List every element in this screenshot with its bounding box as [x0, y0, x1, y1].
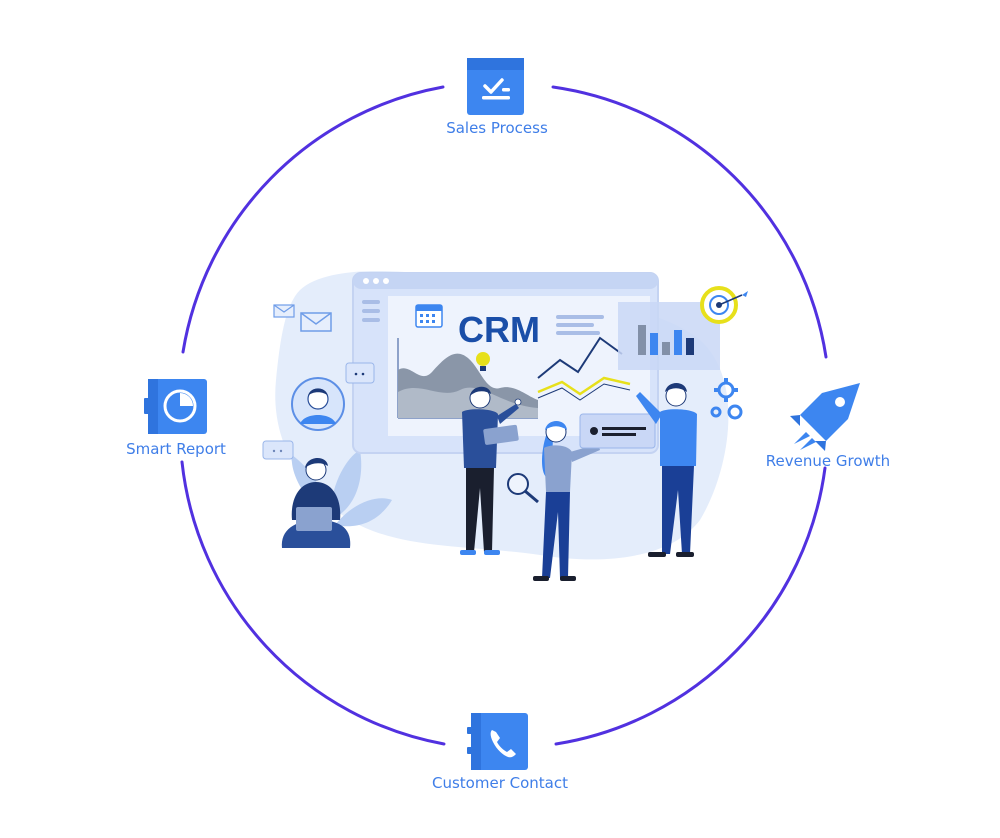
trend-line-yellow	[537, 376, 631, 396]
magnifier-icon	[507, 473, 539, 504]
info-card	[579, 413, 656, 449]
ring-arc-top-left	[181, 85, 445, 354]
checklist-icon	[482, 78, 510, 100]
avatar	[291, 377, 345, 431]
woman-with-laptop	[281, 457, 351, 548]
calendar-icon	[415, 304, 443, 328]
mail-icon	[273, 304, 332, 332]
sales-process-label: Sales Process	[446, 119, 548, 137]
cycle-ring	[180, 85, 828, 746]
pie-chart-icon	[163, 389, 197, 423]
man-with-tablet	[460, 386, 522, 555]
ring-arc-top-right	[551, 85, 828, 359]
customer-contact-icon	[467, 713, 528, 770]
target-icon	[700, 286, 748, 324]
customer-contact-label: Customer Contact	[432, 774, 568, 792]
lightbulb-icon	[476, 352, 490, 371]
trend-line-navy	[537, 336, 623, 379]
man-pointing	[636, 383, 697, 557]
revenue-growth-icon	[790, 383, 860, 451]
smart-report-icon	[144, 379, 207, 434]
crm-browser-window: CRM	[352, 272, 659, 454]
revenue-growth-label: Revenue Growth	[765, 452, 891, 470]
rocket-icon	[790, 383, 860, 451]
sales-process-icon	[467, 58, 524, 115]
crm-illustration: CRM	[262, 271, 748, 581]
phone-icon	[490, 730, 516, 758]
crm-title: CRM	[458, 309, 540, 350]
ring-arc-bottom-right	[554, 466, 827, 746]
ring-arc-bottom-left	[180, 460, 446, 746]
smart-report-label: Smart Report	[126, 440, 226, 458]
gear-icon	[710, 381, 743, 420]
chat-bubble-icon	[262, 362, 375, 460]
